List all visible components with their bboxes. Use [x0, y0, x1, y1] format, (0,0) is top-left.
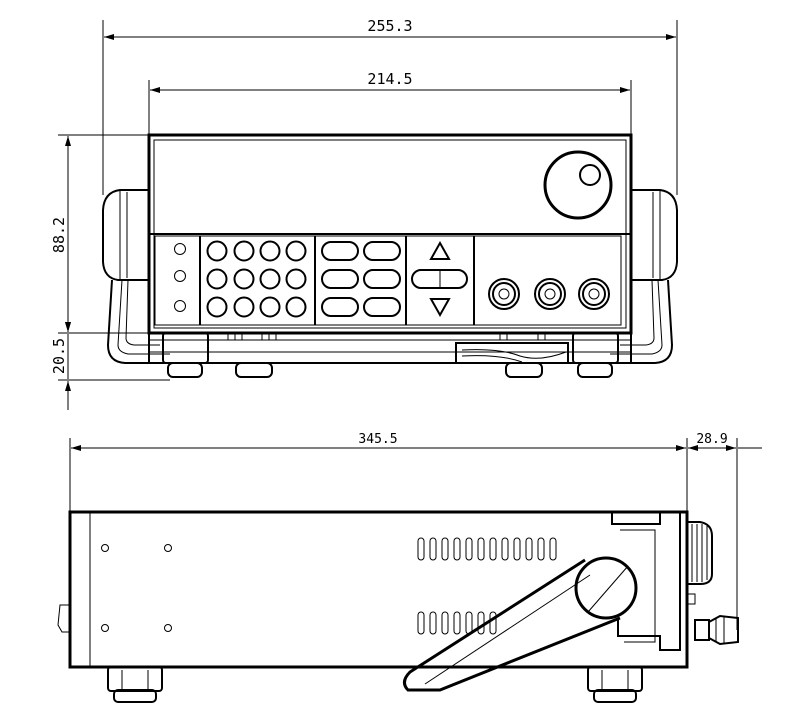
function-key [363, 297, 401, 317]
function-key [363, 241, 401, 261]
front-panel [147, 133, 633, 335]
overall-width-label: 255.3 [367, 17, 412, 35]
keypad-button [233, 296, 255, 318]
keypad-button [233, 268, 255, 290]
knob-indicator [579, 164, 601, 186]
handle-pivot [574, 556, 638, 620]
screw-hole [101, 544, 109, 552]
left-handle [102, 189, 170, 364]
indicator-led-3 [174, 300, 186, 312]
keypad-button [259, 240, 281, 262]
foot [162, 332, 209, 364]
foot [235, 362, 273, 378]
protrusion-label: 28.9 [696, 432, 727, 447]
screw-hole [164, 544, 172, 552]
function-key [321, 297, 359, 317]
front-view: 255.3 214.5 88.2 20.5 [50, 17, 678, 410]
keypad-button [259, 296, 281, 318]
body-height-dimension: 88.2 [50, 134, 148, 334]
protrusion-dimension: 28.9 [688, 432, 762, 630]
encoder-knob [543, 150, 613, 220]
keypad-button [206, 240, 228, 262]
keypad-button [285, 296, 307, 318]
indicator-led-2 [174, 270, 186, 282]
side-feet [107, 666, 643, 703]
upper-vents [417, 537, 557, 561]
depth-dimension: 345.5 [69, 432, 688, 512]
down-arrow-icon [429, 298, 451, 318]
terminal-profile [686, 593, 739, 646]
keypad-button [206, 268, 228, 290]
side-foot [587, 666, 643, 692]
function-keys [321, 241, 401, 317]
terminal-3 [578, 278, 610, 310]
foot-height-label: 20.5 [50, 338, 68, 374]
function-key [321, 269, 359, 289]
side-view: 345.5 28.9 [57, 432, 762, 703]
side-handle [403, 556, 638, 692]
foot [505, 362, 543, 378]
keypad-button [259, 268, 281, 290]
numeric-keypad [206, 240, 307, 318]
foot-height-dimension: 20.5 [50, 305, 170, 410]
keypad-button [233, 240, 255, 262]
keypad-button [206, 296, 228, 318]
right-handle [610, 189, 678, 364]
keypad-button [285, 268, 307, 290]
knob-profile [687, 521, 713, 585]
chassis-side [68, 510, 689, 669]
panel-width-label: 214.5 [367, 70, 412, 88]
depth-label: 345.5 [358, 432, 397, 447]
arrow-keys [411, 240, 468, 318]
function-key [321, 241, 359, 261]
feet [162, 332, 619, 378]
handle-bracket [611, 511, 681, 651]
indicator-led-1 [174, 243, 186, 255]
overall-width-dimension: 255.3 [102, 17, 678, 195]
output-terminals [488, 278, 610, 310]
terminal-2 [534, 278, 566, 310]
function-key [363, 269, 401, 289]
screw-hole [101, 624, 109, 632]
foot [572, 332, 619, 364]
terminal-1 [488, 278, 520, 310]
up-arrow-icon [429, 240, 451, 260]
screw-hole [164, 624, 172, 632]
base [148, 332, 632, 364]
side-foot [107, 666, 163, 692]
body-height-label: 88.2 [50, 217, 68, 253]
keypad-button [285, 240, 307, 262]
panel-width-dimension: 214.5 [148, 70, 632, 135]
